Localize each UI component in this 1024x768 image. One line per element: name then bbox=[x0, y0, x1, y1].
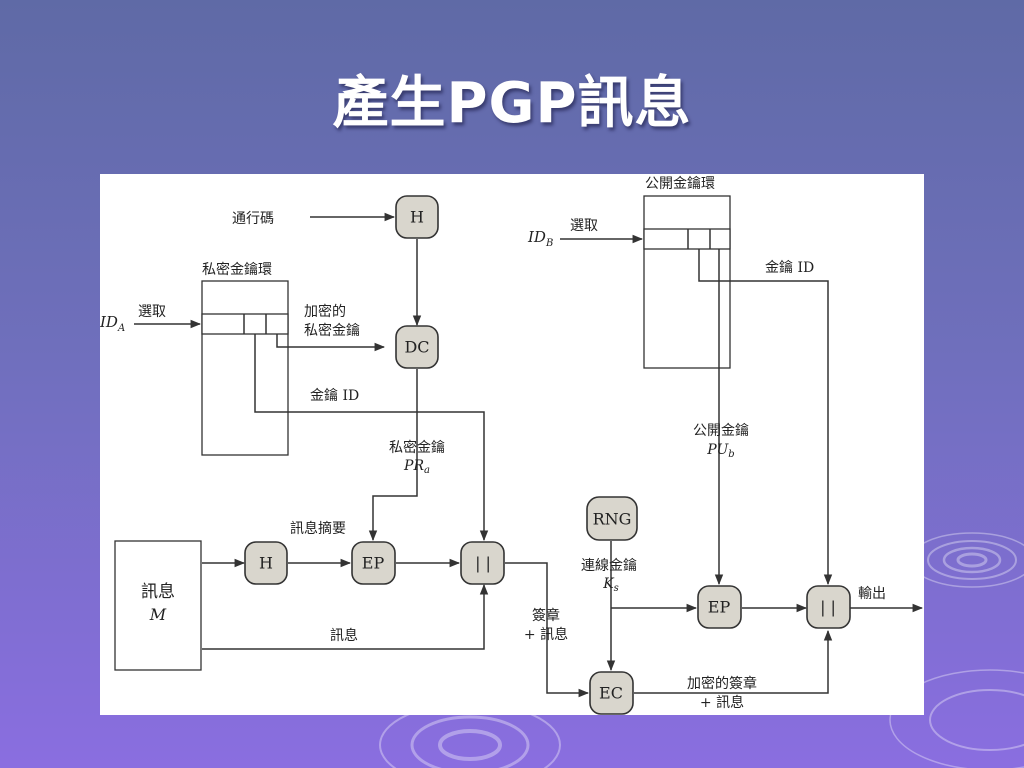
rng-node: RNG bbox=[586, 496, 638, 541]
svg-text:DC: DC bbox=[404, 338, 429, 357]
message-box-symbol: M bbox=[149, 605, 167, 624]
svg-text:H: H bbox=[410, 208, 424, 227]
diagram-panel: 私密金鑰環 公開金鑰環 訊息 M H DC H bbox=[99, 174, 924, 715]
private-keyring-label: 私密金鑰環 bbox=[202, 261, 272, 278]
ep-key-node: EP bbox=[697, 585, 742, 629]
svg-text:RNG: RNG bbox=[593, 510, 632, 529]
message-path-label: 訊息 bbox=[330, 627, 358, 644]
hash-message-node: H bbox=[244, 541, 288, 585]
message-box: 訊息 M bbox=[114, 540, 202, 671]
session-key-symbol: Ks bbox=[602, 576, 619, 594]
ec-node: EC bbox=[589, 671, 634, 715]
svg-text:| |: | | bbox=[820, 598, 836, 617]
concat-sign-node: | | bbox=[460, 541, 505, 585]
private-key-symbol: PRa bbox=[403, 458, 430, 476]
private-key-label: 私密金鑰 bbox=[389, 439, 445, 456]
svg-text:EP: EP bbox=[362, 554, 385, 573]
public-key-label: 公開金鑰 bbox=[693, 423, 749, 439]
pgp-message-diagram: 私密金鑰環 公開金鑰環 訊息 M H DC H bbox=[99, 176, 924, 715]
enc-signature-label-2: + 訊息 bbox=[700, 694, 744, 711]
public-key-symbol: PUb bbox=[706, 442, 734, 460]
svg-text:EP: EP bbox=[708, 598, 731, 617]
slide-title: 產生PGP訊息 bbox=[332, 71, 692, 136]
ep-sign-node: EP bbox=[351, 541, 396, 585]
public-keyring-label: 公開金鑰環 bbox=[645, 176, 715, 192]
enc-private-key-label: 加密的 bbox=[304, 303, 346, 320]
concat-output-node: | | bbox=[806, 585, 851, 629]
svg-text:EC: EC bbox=[599, 684, 623, 703]
signature-label-2: + 訊息 bbox=[524, 626, 568, 643]
dc-node: DC bbox=[395, 325, 439, 369]
message-box-label: 訊息 bbox=[141, 582, 175, 602]
message-digest-label: 訊息摘要 bbox=[290, 520, 346, 537]
id-a-label: IDA bbox=[100, 313, 125, 334]
key-id-a-label: 金鑰 ID bbox=[310, 388, 359, 404]
passphrase-label: 通行碼 bbox=[232, 211, 274, 227]
select-a-label: 選取 bbox=[138, 304, 166, 320]
enc-private-key-label-2: 私密金鑰 bbox=[304, 322, 360, 339]
select-b-label: 選取 bbox=[570, 218, 598, 234]
output-label: 輸出 bbox=[858, 586, 886, 602]
public-keyring: 公開金鑰環 bbox=[643, 176, 731, 369]
svg-text:H: H bbox=[259, 554, 273, 573]
key-id-b-label: 金鑰 ID bbox=[765, 260, 814, 276]
private-keyring: 私密金鑰環 bbox=[201, 261, 289, 456]
enc-signature-label: 加密的簽章 bbox=[687, 675, 757, 692]
hash-passphrase-node: H bbox=[395, 195, 439, 239]
session-key-label: 連線金鑰 bbox=[581, 558, 637, 574]
svg-text:| |: | | bbox=[475, 554, 491, 573]
id-b-label: IDB bbox=[527, 228, 553, 249]
signature-label: 簽章 bbox=[532, 607, 560, 624]
